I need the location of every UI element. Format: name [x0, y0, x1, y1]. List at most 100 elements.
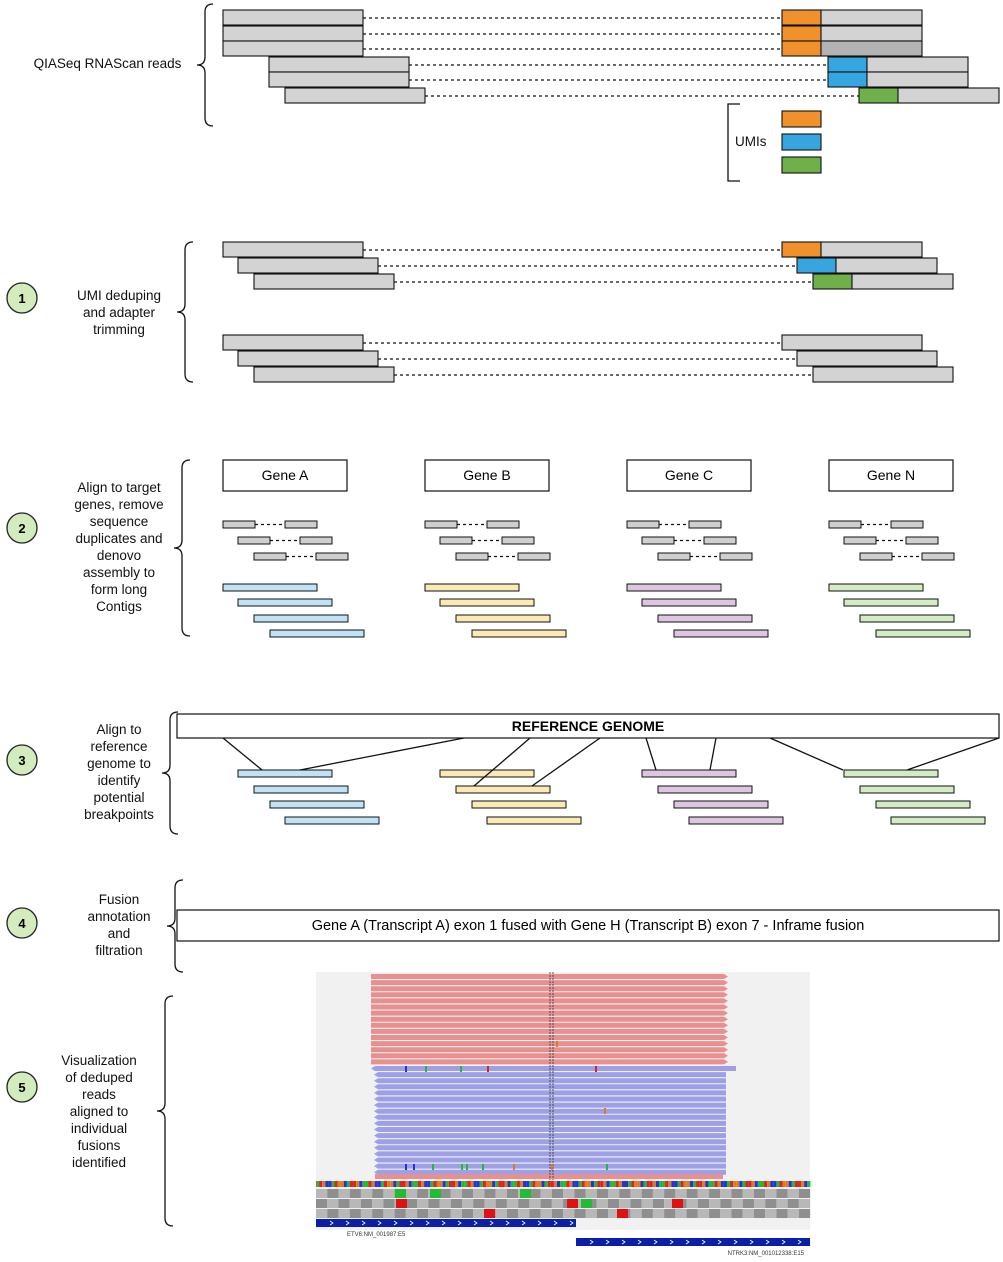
short-read-a — [222, 520, 256, 529]
umi-tag — [858, 87, 899, 104]
igv-mismatch-mark — [461, 1164, 463, 1170]
igv-base — [575, 1181, 579, 1187]
igv-codon — [529, 1199, 541, 1208]
igv-codon — [529, 1209, 541, 1218]
igv-base — [683, 1181, 687, 1187]
igv-base — [390, 1181, 394, 1187]
igv-mismatch-mark — [482, 1164, 484, 1170]
step5-label-line: reads — [82, 1087, 116, 1102]
igv-read-red — [371, 1059, 728, 1065]
igv-read-red — [371, 1016, 728, 1022]
step3-label-line: breakpoints — [84, 807, 154, 822]
igv-codon — [495, 1209, 507, 1218]
igv-base — [393, 1181, 397, 1187]
igv-gene-track-left — [316, 1219, 576, 1227]
contig — [859, 614, 955, 623]
igv-codon — [405, 1199, 418, 1208]
step5-label-line: individual — [70, 1121, 128, 1136]
igv-base — [794, 1181, 799, 1187]
igv-codon — [675, 1189, 687, 1198]
igv-strand-arrow — [685, 1239, 690, 1245]
igv-base — [720, 1181, 724, 1187]
igv-base — [788, 1181, 792, 1187]
igv-codon — [518, 1209, 530, 1218]
igv-codon-highlight — [567, 1199, 578, 1208]
igv-codon — [585, 1209, 597, 1218]
read-right-segment — [866, 56, 969, 73]
igv-codon-highlight — [396, 1199, 407, 1208]
igv-codon — [394, 1209, 406, 1218]
igv-base — [767, 1181, 771, 1187]
igv-strand-arrow — [441, 1220, 446, 1226]
step3-label-line: Align to — [96, 722, 142, 737]
igv-read-red — [371, 974, 728, 979]
fusion-result-text: Gene A (Transcript A) exon 1 fused with … — [312, 918, 865, 934]
igv-base — [717, 1181, 721, 1187]
short-read-b — [299, 536, 333, 545]
step3-circle: 3 — [6, 744, 38, 776]
igv-codon — [596, 1189, 608, 1198]
dedup-read-right — [820, 241, 923, 258]
igv-base — [665, 1181, 669, 1187]
igv-base — [578, 1181, 582, 1187]
read-right-segment — [897, 87, 1000, 104]
contig — [828, 583, 924, 592]
igv-base — [764, 1181, 768, 1187]
step3-reference-section — [161, 711, 1000, 835]
igv-codon — [360, 1189, 373, 1198]
step5-label-line: fusions — [77, 1138, 121, 1153]
dedup-umi-tag — [781, 241, 822, 258]
igv-mismatch-mark — [556, 1041, 558, 1047]
igv-codon — [461, 1189, 474, 1198]
igv-codon — [495, 1199, 507, 1208]
igv-base — [316, 1181, 320, 1187]
step5-igv-section — [156, 995, 174, 1227]
igv-base — [356, 1181, 360, 1187]
igv-base — [733, 1181, 737, 1187]
igv-codon — [742, 1199, 754, 1208]
top-reads-label: QIASeq RNAScan reads — [33, 56, 182, 71]
read-left-segment — [222, 9, 364, 26]
igv-base — [430, 1181, 434, 1187]
igv-strand-arrow — [621, 1239, 626, 1245]
igv-base — [779, 1181, 783, 1187]
step1-circle: 1 — [6, 282, 38, 314]
igv-codon — [327, 1209, 339, 1218]
igv-strand-arrow — [425, 1220, 430, 1226]
igv-codon — [686, 1199, 698, 1208]
igv-base — [807, 1181, 811, 1187]
igv-base — [699, 1181, 703, 1187]
igv-base — [646, 1181, 650, 1187]
igv-codon — [765, 1189, 777, 1198]
igv-codon — [551, 1199, 564, 1208]
igv-base — [791, 1181, 795, 1187]
igv-mismatch-mark — [413, 1164, 415, 1170]
igv-codon — [338, 1199, 350, 1208]
igv-read-red — [371, 1035, 728, 1040]
igv-codon — [697, 1209, 710, 1218]
igv-base — [634, 1181, 638, 1187]
igv-base — [652, 1181, 656, 1187]
step1-label-line: and adapter — [82, 305, 156, 320]
igv-base — [445, 1181, 449, 1187]
short-read-a — [424, 520, 458, 529]
igv-base — [507, 1181, 511, 1187]
igv-base — [374, 1181, 378, 1187]
igv-base — [498, 1181, 502, 1187]
igv-base — [495, 1181, 499, 1187]
igv-codon — [372, 1189, 384, 1198]
read-right-segment — [820, 40, 923, 57]
igv-base — [668, 1181, 672, 1187]
igv-codon — [383, 1209, 395, 1218]
igv-codon — [720, 1189, 732, 1198]
igv-codon — [765, 1199, 777, 1208]
igv-base — [760, 1181, 765, 1187]
igv-codon — [417, 1199, 429, 1208]
igv-base — [532, 1181, 536, 1187]
igv-base — [658, 1181, 663, 1187]
igv-codon — [518, 1199, 530, 1208]
igv-codon — [607, 1189, 620, 1198]
igv-base — [322, 1181, 326, 1187]
trimmed-read-right — [812, 366, 954, 383]
